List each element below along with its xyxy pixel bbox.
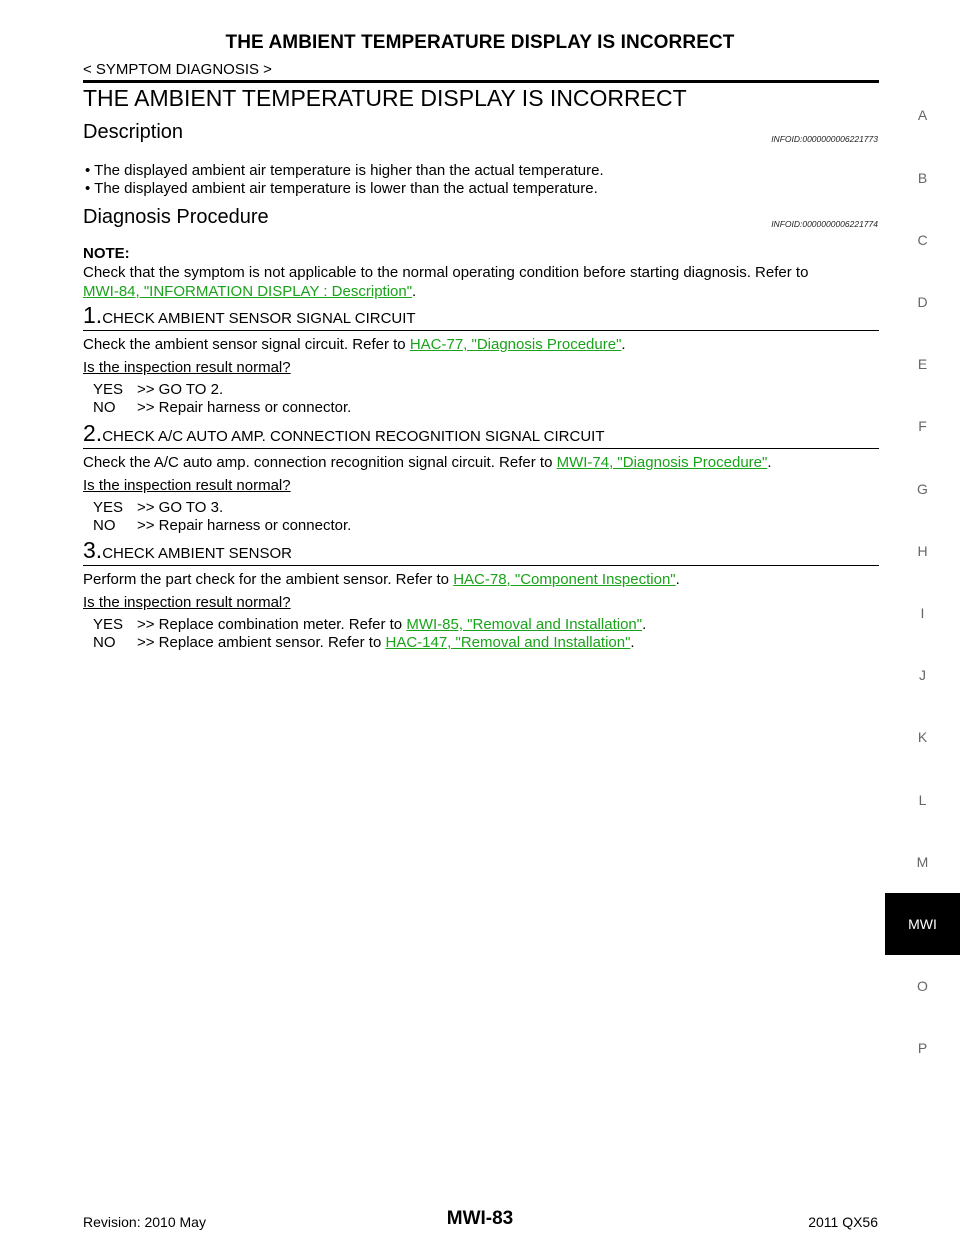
- no-label: NO: [93, 399, 116, 416]
- description-heading: Description: [83, 121, 184, 143]
- step-3-no-link[interactable]: HAC-147, "Removal and Installation": [385, 634, 631, 651]
- step-2-question: Is the inspection result normal?: [83, 477, 291, 494]
- description-infoid: INFOID:0000000006221773: [771, 134, 878, 144]
- diagnosis-infoid: INFOID:0000000006221774: [771, 219, 878, 229]
- step-3-link[interactable]: HAC-78, "Component Inspection": [453, 571, 676, 588]
- note-link-line: MWI-84, "INFORMATION DISPLAY : Descripti…: [83, 283, 883, 301]
- step-title: CHECK A/C AUTO AMP. CONNECTION RECOGNITI…: [102, 428, 605, 445]
- side-index-mwi-active[interactable]: MWI: [885, 893, 960, 955]
- step-1-question: Is the inspection result normal?: [83, 359, 291, 376]
- no-label: NO: [93, 634, 116, 651]
- side-index-l[interactable]: L: [918, 792, 927, 808]
- step-3-question: Is the inspection result normal?: [83, 594, 291, 611]
- yes-text: >> GO TO 2.: [137, 381, 224, 398]
- step-period: .: [621, 336, 626, 353]
- step-1-yes: YES >> GO TO 2.: [93, 381, 223, 398]
- yes-text: >> Replace combination meter. Refer to: [137, 616, 403, 633]
- bullet-item: • The displayed ambient air temperature …: [85, 162, 604, 179]
- side-index-j[interactable]: J: [919, 667, 926, 683]
- yes-label: YES: [93, 499, 124, 516]
- side-index-c[interactable]: C: [917, 232, 928, 248]
- step-1-no: NO >> Repair harness or connector.: [93, 399, 351, 416]
- note-text: Check that the symptom is not applicable…: [83, 264, 809, 281]
- yes-label: YES: [93, 616, 124, 633]
- note-period: .: [412, 283, 417, 300]
- step-2-no: NO >> Repair harness or connector.: [93, 517, 351, 534]
- step-1-text: Check the ambient sensor signal circuit.…: [83, 336, 883, 354]
- step-2-text: Check the A/C auto amp. connection recog…: [83, 454, 883, 472]
- step-number: 3.: [83, 537, 103, 563]
- bullet-text: The displayed ambient air temperature is…: [94, 162, 604, 179]
- step-1-link[interactable]: HAC-77, "Diagnosis Procedure": [409, 336, 622, 353]
- footer-model: 2011 QX56: [808, 1214, 878, 1230]
- side-index-g[interactable]: G: [917, 481, 928, 497]
- header-rule: [83, 80, 879, 83]
- step-2-yes: YES >> GO TO 3.: [93, 499, 223, 516]
- step-3-yes-link[interactable]: MWI-85, "Removal and Installation": [406, 616, 643, 633]
- step-instruction: Check the ambient sensor signal circuit.…: [83, 336, 406, 353]
- step-rule: [83, 330, 879, 331]
- side-index-a[interactable]: A: [917, 107, 928, 123]
- step-3-yes: YES >> Replace combination meter. Refer t…: [93, 616, 646, 633]
- side-index-o[interactable]: O: [917, 978, 928, 994]
- note-label: NOTE:: [83, 245, 130, 262]
- bullet-item: • The displayed ambient air temperature …: [85, 180, 598, 197]
- step-2-header: 2.CHECK A/C AUTO AMP. CONNECTION RECOGNI…: [83, 420, 604, 447]
- yes-text: >> GO TO 3.: [137, 499, 224, 516]
- page-title: THE AMBIENT TEMPERATURE DISPLAY IS INCOR…: [83, 85, 687, 111]
- step-3-header: 3.CHECK AMBIENT SENSOR: [83, 537, 292, 564]
- bullet-text: The displayed ambient air temperature is…: [94, 180, 598, 197]
- no-text: >> Replace ambient sensor. Refer to: [137, 634, 382, 651]
- side-index-f[interactable]: F: [918, 418, 927, 434]
- step-rule: [83, 565, 879, 566]
- step-2-link[interactable]: MWI-74, "Diagnosis Procedure": [556, 454, 768, 471]
- side-index-i[interactable]: I: [920, 605, 925, 621]
- side-index-d[interactable]: D: [917, 294, 928, 310]
- step-title: CHECK AMBIENT SENSOR SIGNAL CIRCUIT: [102, 310, 416, 327]
- yes-period: .: [642, 616, 647, 633]
- step-period: .: [767, 454, 772, 471]
- note-link[interactable]: MWI-84, "INFORMATION DISPLAY : Descripti…: [83, 283, 413, 300]
- footer-revision: Revision: 2010 May: [83, 1214, 206, 1230]
- breadcrumb: < SYMPTOM DIAGNOSIS >: [83, 61, 272, 78]
- side-index-m[interactable]: M: [916, 854, 929, 870]
- diagnosis-heading: Diagnosis Procedure: [83, 206, 269, 228]
- step-1-header: 1.CHECK AMBIENT SENSOR SIGNAL CIRCUIT: [83, 302, 416, 329]
- step-number: 2.: [83, 420, 103, 446]
- step-title: CHECK AMBIENT SENSOR: [102, 545, 292, 562]
- no-text: >> Repair harness or connector.: [137, 517, 352, 534]
- step-3-text: Perform the part check for the ambient s…: [83, 571, 883, 589]
- step-3-no: NO >> Replace ambient sensor. Refer to HA…: [93, 634, 635, 651]
- side-index-h[interactable]: H: [917, 543, 928, 559]
- header-title: THE AMBIENT TEMPERATURE DISPLAY IS INCOR…: [225, 32, 735, 53]
- yes-label: YES: [93, 381, 124, 398]
- side-index-b[interactable]: B: [917, 170, 928, 186]
- side-index-e[interactable]: E: [917, 356, 928, 372]
- step-instruction: Check the A/C auto amp. connection recog…: [83, 454, 553, 471]
- no-period: .: [630, 634, 635, 651]
- step-number: 1.: [83, 302, 103, 328]
- no-text: >> Repair harness or connector.: [137, 399, 352, 416]
- page-number: MWI-83: [446, 1208, 514, 1229]
- side-index-k[interactable]: K: [917, 729, 928, 745]
- step-period: .: [675, 571, 680, 588]
- step-instruction: Perform the part check for the ambient s…: [83, 571, 450, 588]
- side-index-p[interactable]: P: [917, 1040, 928, 1056]
- no-label: NO: [93, 517, 116, 534]
- step-rule: [83, 448, 879, 449]
